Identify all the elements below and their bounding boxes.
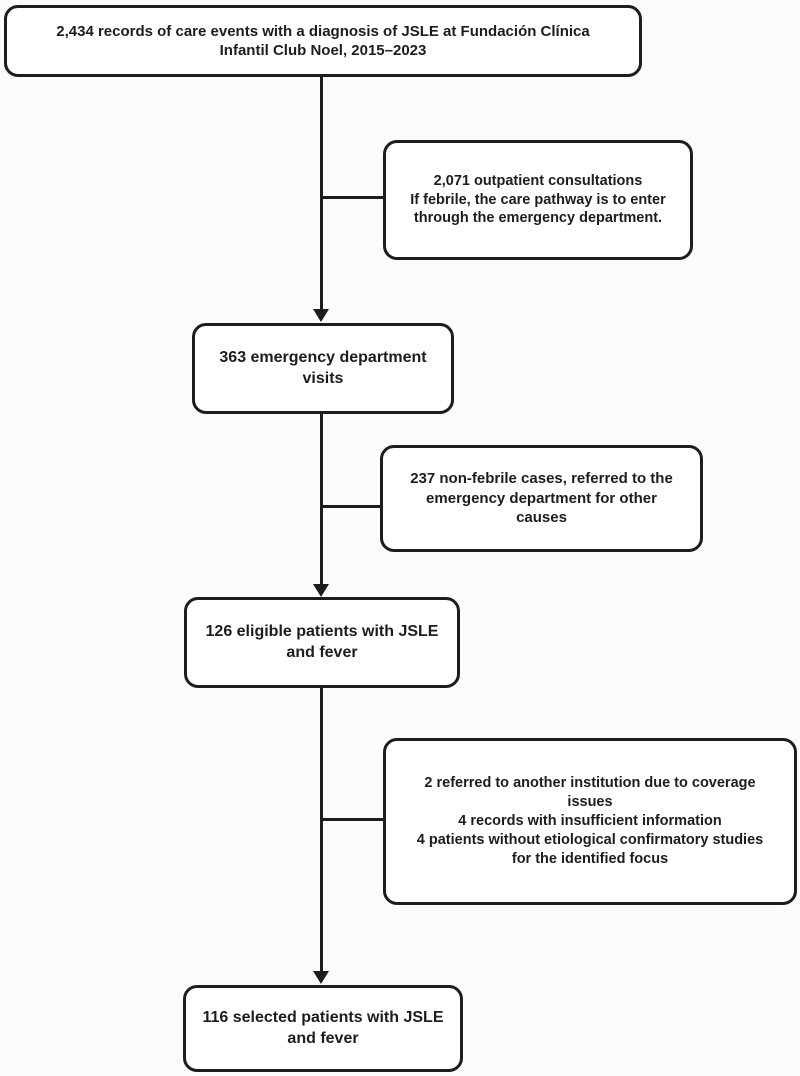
node-exclusions: 2 referred to another institution due to… [383, 738, 797, 905]
node-nonfebrile-cases: 237 non-febrile cases, referred to the e… [380, 445, 703, 552]
arrowhead-to-emergency-visits-icon [313, 309, 329, 322]
node-text-line: and fever [286, 643, 358, 661]
node-selected-patients: 116 selected patients with JSLE and feve… [183, 985, 463, 1072]
flow-line-eligible-to-selected [320, 687, 323, 972]
node-text-line: 363 emergency department [219, 348, 427, 366]
node-text-line: through the emergency department. [413, 210, 663, 227]
node-text-line: visits [302, 369, 344, 387]
flow-line-records-to-emergency [320, 76, 323, 310]
node-text-line: 2,434 records of care events with a diag… [56, 22, 590, 40]
node-text-line: causes [516, 509, 567, 527]
arrowhead-to-selected-patients-icon [313, 971, 329, 984]
node-text-line: 2 referred to another institution due to… [424, 775, 756, 792]
node-outpatient-consultations: 2,071 outpatient consultations If febril… [383, 140, 693, 260]
node-text-line: 4 patients without etiological confirmat… [416, 831, 764, 848]
node-text-line: 237 non-febrile cases, referred to the [410, 470, 673, 488]
node-text-line: 2,071 outpatient consultations [433, 172, 643, 189]
flow-line-emergency-to-eligible [320, 413, 323, 585]
branch-line-to-exclusions [321, 818, 383, 821]
node-text-line: for the identified focus [511, 850, 669, 867]
node-text-line: and fever [287, 1029, 359, 1047]
node-emergency-visits: 363 emergency department visits [192, 323, 454, 414]
node-text-line: 126 eligible patients with JSLE [205, 622, 439, 640]
node-total-records: 2,434 records of care events with a diag… [4, 5, 642, 77]
arrowhead-to-eligible-patients-icon [313, 584, 329, 597]
node-text-line: 4 records with insufficient information [458, 813, 722, 830]
node-text-line: Infantil Club Noel, 2015–2023 [219, 42, 427, 59]
branch-line-to-outpatient [321, 196, 383, 199]
node-eligible-patients: 126 eligible patients with JSLE and feve… [184, 597, 460, 688]
node-text-line: 116 selected patients with JSLE [202, 1008, 444, 1026]
branch-line-to-nonfebrile [321, 505, 380, 508]
node-text-line: If febrile, the care pathway is to enter [410, 191, 666, 208]
node-text-line: issues [567, 794, 613, 811]
node-text-line: emergency department for other [426, 489, 657, 507]
